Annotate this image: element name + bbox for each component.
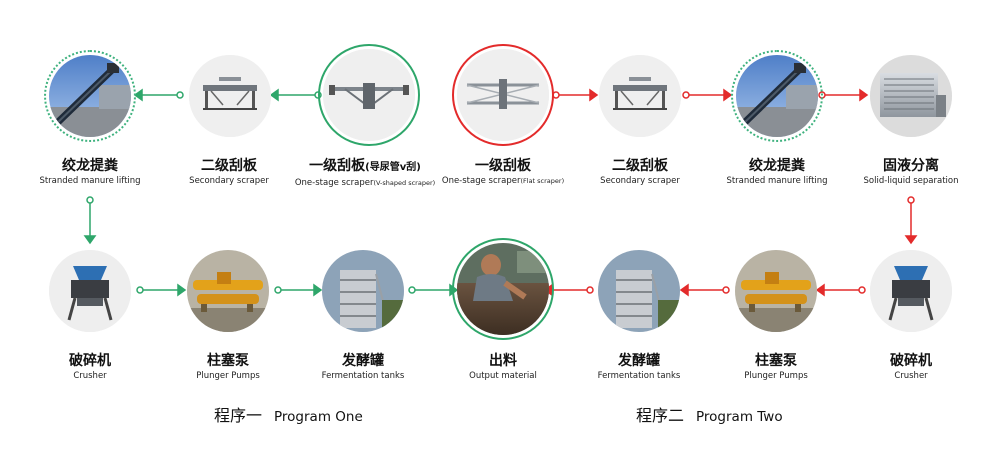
auger-lifter-photo-icon <box>736 55 818 137</box>
node-title-cn: 一级刮板(导尿管v刮) <box>309 158 421 174</box>
node-title-cn: 一级刮板 <box>475 158 531 174</box>
node-title-en: Crusher <box>73 371 107 381</box>
arrow-p2-crusher-to-plunger <box>815 283 866 297</box>
node-title-en: Fermentation tanks <box>321 371 405 381</box>
node-title-en: Stranded manure lifting <box>726 176 828 186</box>
node-title-cn: 破碎机 <box>890 353 932 369</box>
arrow-p1-plunger-to-fermentation <box>274 283 323 297</box>
ring-p1-one-stage <box>318 44 420 146</box>
node-title-cn: 破碎机 <box>69 353 111 369</box>
scraper-photo-icon <box>189 55 271 137</box>
arrow-p2-onestage-to-secondary <box>552 88 599 102</box>
program-two-caption: 程序二 Program Two <box>636 402 783 426</box>
flat-scraper-photo-icon <box>457 49 549 141</box>
output-material-photo-icon <box>457 243 549 335</box>
arrow-p1-secondary-to-lifting <box>133 88 184 102</box>
node-p1-plunger: 柱塞泵 Plunger Pumps <box>148 352 308 382</box>
node-p1-lifting: 绞龙提粪 Stranded manure lifting <box>10 157 170 187</box>
node-title-en: Fermentation tanks <box>597 371 681 381</box>
node-title-en: Plunger Pumps <box>744 371 808 381</box>
arrow-p2-plunger-to-fermentation <box>679 283 730 297</box>
arrow-p1-crusher-to-plunger <box>136 283 187 297</box>
node-p2-separation: 固液分离 Solid-liquid separation <box>831 157 991 187</box>
node-title-en: Solid-liquid separation <box>863 176 959 186</box>
node-p1-one-stage: 一级刮板(导尿管v刮) One-stage scraper(V-shaped s… <box>285 157 445 189</box>
arrow-p2-separation-to-crusher <box>904 196 918 245</box>
arrow-p2-lifting-to-separation <box>818 88 869 102</box>
node-title-cn: 绞龙提粪 <box>62 158 118 174</box>
ring-p2-one-stage <box>452 44 554 146</box>
fermentation-tank-photo-icon <box>598 250 680 332</box>
crusher-photo-icon <box>870 250 952 332</box>
node-title-en: Output material <box>469 371 537 381</box>
ring-p1-lifting <box>44 50 136 142</box>
node-p2-crusher: 破碎机 Crusher <box>831 352 991 382</box>
node-title-en: Secondary scraper <box>189 176 269 186</box>
node-title-cn: 二级刮板 <box>612 158 668 174</box>
auger-lifter-photo-icon <box>49 55 131 137</box>
plunger-pump-photo-icon <box>735 250 817 332</box>
node-p1-crusher: 破碎机 Crusher <box>10 352 170 382</box>
arrow-p1-lifting-to-crusher <box>83 196 97 245</box>
node-title-cn: 二级刮板 <box>201 158 257 174</box>
arrow-p1-onestage-to-secondary <box>269 88 322 102</box>
node-title-en: Stranded manure lifting <box>39 176 141 186</box>
node-title-en: Plunger Pumps <box>196 371 260 381</box>
node-p2-plunger: 柱塞泵 Plunger Pumps <box>696 352 856 382</box>
crusher-photo-icon <box>49 250 131 332</box>
program-one-cn: 程序一 <box>214 406 263 425</box>
node-title-en: One-stage scraper(V-shaped scraper) <box>294 178 436 188</box>
node-title-en-extra: (V-shaped scraper) <box>373 179 436 187</box>
node-title-cn: 柱塞泵 <box>755 353 797 369</box>
node-p2-secondary: 二级刮板 Secondary scraper <box>560 157 720 187</box>
node-title-en: Crusher <box>894 371 928 381</box>
scraper-photo-icon <box>599 55 681 137</box>
arrow-p2-secondary-to-lifting <box>682 88 733 102</box>
node-title-cn: 柱塞泵 <box>207 353 249 369</box>
node-output: 出料 Output material <box>423 352 583 382</box>
node-p2-fermentation: 发酵罐 Fermentation tanks <box>559 352 719 382</box>
node-title-cn: 固液分离 <box>883 158 939 174</box>
node-p1-secondary: 二级刮板 Secondary scraper <box>149 157 309 187</box>
node-p1-fermentation: 发酵罐 Fermentation tanks <box>283 352 443 382</box>
ring-p2-lifting <box>731 50 823 142</box>
node-title-cn: 发酵罐 <box>618 353 660 369</box>
plunger-pump-photo-icon <box>187 250 269 332</box>
node-title-cn: 发酵罐 <box>342 353 384 369</box>
node-title-cn: 出料 <box>489 353 517 369</box>
program-one-en: Program One <box>274 409 363 425</box>
node-title-en: Secondary scraper <box>600 176 680 186</box>
node-p2-one-stage: 一级刮板 One-stage scraper(Flat scraper) <box>423 157 583 187</box>
node-title-cn-extra: (导尿管v刮) <box>365 162 421 173</box>
fermentation-tank-photo-icon <box>322 250 404 332</box>
node-title-en-extra: (Flat scraper) <box>520 177 565 185</box>
program-one-caption: 程序一 Program One <box>214 402 363 426</box>
ring-output <box>452 238 554 340</box>
arrow-p1-fermentation-to-output <box>408 283 459 297</box>
program-two-cn: 程序二 <box>636 406 685 425</box>
node-p2-lifting: 绞龙提粪 Stranded manure lifting <box>697 157 857 187</box>
program-two-en: Program Two <box>696 409 783 425</box>
node-title-en: One-stage scraper(Flat scraper) <box>441 176 565 186</box>
separator-photo-icon <box>870 55 952 137</box>
node-title-cn: 绞龙提粪 <box>749 158 805 174</box>
v-scraper-photo-icon <box>323 49 415 141</box>
